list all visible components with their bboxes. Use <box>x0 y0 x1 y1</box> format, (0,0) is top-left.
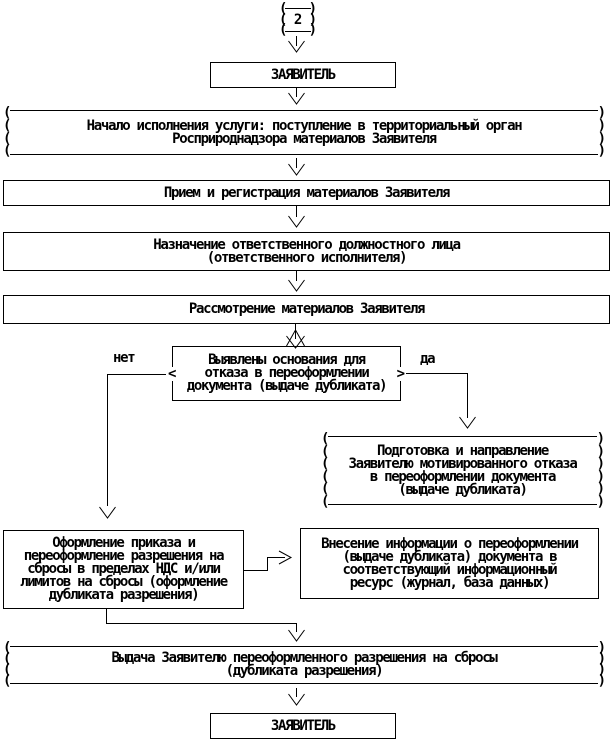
wavy-left-decor: ( ( ( ( ( ( <box>321 431 330 510</box>
node-label: Выявлены основания для отказа в переофор… <box>186 352 388 394</box>
wavy-left-decor: ( ( ( ( <box>3 105 12 160</box>
node-start-terminator: ( ( ( ( ) ) ) ) Начало исполнения услуги… <box>2 105 607 160</box>
divider <box>10 110 598 111</box>
node-label: Назначение ответственного должностного л… <box>153 236 461 266</box>
node-assignment: Назначение ответственного должностного л… <box>3 232 610 271</box>
arrow-start-to-reception <box>288 158 305 176</box>
node-label: ЗАЯВИТЕЛЬ <box>270 717 336 734</box>
node-label: Начало исполнения услуги: поступление в … <box>86 117 523 147</box>
arrow-order-to-info-entry <box>243 550 293 571</box>
node-reception: Прием и регистрация материалов Заявителя <box>3 180 610 206</box>
node-issue-terminator: ( ( ( ( ) ) ) ) Выдача Заявителю переофо… <box>2 640 607 689</box>
node-label: ЗАЯВИТЕЛЬ <box>270 66 336 83</box>
arrow-applicant-to-start <box>288 87 305 105</box>
divider <box>285 8 311 9</box>
divider <box>10 683 598 684</box>
offpage-connector-2: ( ( ( ) ) ) 2 <box>278 1 318 39</box>
node-refusal-terminator: ( ( ( ( ( ( ) ) ) ) ) ) Подготовка и нап… <box>320 431 606 510</box>
node-info-entry: Внесение информации о переоформлении (вы… <box>300 528 599 599</box>
branch-label-yes: да <box>420 351 436 367</box>
decision-right-notch: > <box>395 365 406 382</box>
arrow-issue-to-applicant <box>288 688 305 706</box>
wavy-right-decor: ) ) ) <box>308 1 317 39</box>
arrow-assignment-to-review <box>288 270 305 292</box>
node-label: Выдача Заявителю переоформленного разреш… <box>111 650 498 679</box>
wavy-right-decor: ) ) ) ) <box>597 105 606 160</box>
branch-label-no: нет <box>113 350 136 366</box>
arrow-connector-to-applicant <box>288 36 305 53</box>
node-order-reissue: Оформление приказа и переоформление разр… <box>3 530 244 609</box>
arrow-branch-yes <box>406 373 476 429</box>
node-applicant-top: ЗАЯВИТЕЛЬ <box>210 62 396 88</box>
divider <box>10 154 598 155</box>
node-label: Подготовка и направление Заявителю мотив… <box>348 442 577 498</box>
node-decision-refusal-grounds: < > Выявлены основания для отказа в пере… <box>167 346 406 401</box>
arrow-order-to-issue <box>106 608 305 642</box>
arrow-review-to-decision <box>286 323 305 349</box>
arrow-branch-no <box>99 374 166 519</box>
divider <box>10 646 598 647</box>
node-label: Оформление приказа и переоформление разр… <box>20 535 228 603</box>
wavy-left-decor: ( ( ( ( <box>3 640 12 689</box>
wavy-right-decor: ) ) ) ) ) ) <box>596 431 605 510</box>
node-label: Внесение информации о переоформлении (вы… <box>321 535 579 591</box>
arrow-reception-to-assignment <box>288 205 305 228</box>
wavy-left-decor: ( ( ( <box>279 1 288 39</box>
node-applicant-bottom: ЗАЯВИТЕЛЬ <box>210 713 396 739</box>
decision-left-notch: < <box>167 365 178 382</box>
wavy-right-decor: ) ) ) ) <box>597 640 606 689</box>
divider <box>328 504 597 505</box>
divider <box>328 436 597 437</box>
node-label: Прием и регистрация материалов Заявителя <box>163 184 450 201</box>
node-review: Рассмотрение материалов Заявителя <box>3 295 610 324</box>
node-label: Рассмотрение материалов Заявителя <box>188 301 426 317</box>
divider <box>285 31 311 32</box>
connector-label: 2 <box>293 11 302 28</box>
